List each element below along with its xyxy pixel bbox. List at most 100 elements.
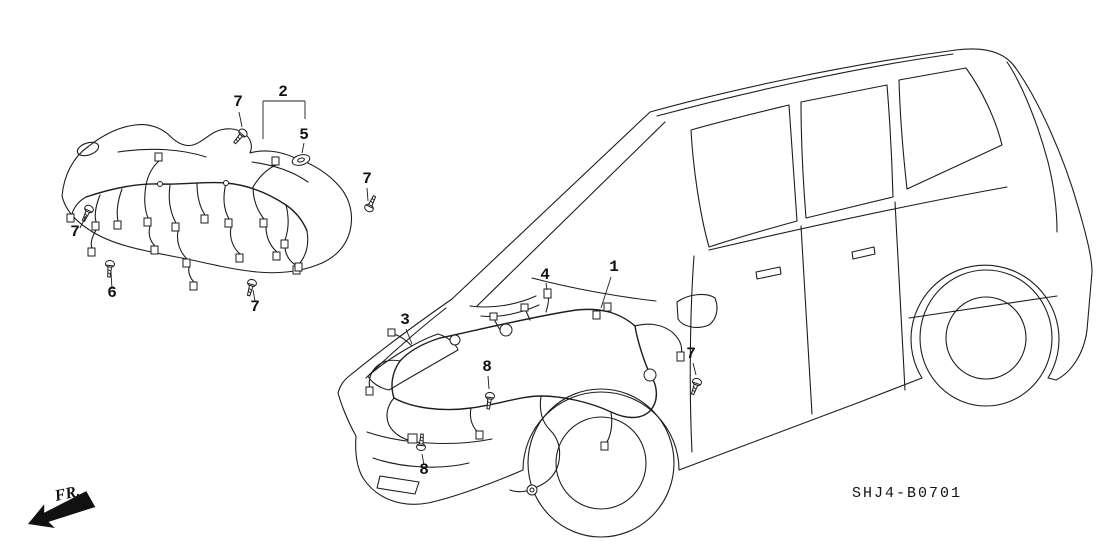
callout-labels: 7 2 5 7 7 6 7 4 1 3 8 7 8 [70, 83, 696, 479]
connector [66, 213, 75, 223]
leader-line [238, 111, 243, 128]
engine-bay-harness [365, 288, 685, 496]
harness-trunk [439, 308, 636, 339]
connector [189, 281, 198, 291]
harness-branch [368, 359, 401, 390]
connector [91, 221, 100, 231]
connector [182, 258, 191, 268]
leader-line [366, 187, 369, 202]
callout-engine-8-lower: 8 [419, 461, 429, 479]
connector [520, 303, 529, 312]
sliding-door-seam [894, 201, 906, 391]
fasteners [78, 126, 703, 452]
leader-line [110, 271, 113, 290]
connector [489, 312, 498, 321]
slider-track-line [908, 295, 1058, 319]
harness-branch [299, 230, 309, 264]
connector [294, 262, 303, 272]
ring-terminal [529, 487, 535, 493]
harness-tape [157, 181, 163, 187]
leader-line [600, 276, 612, 309]
connector [224, 218, 233, 228]
fr-arrow-icon [28, 491, 96, 529]
connector [407, 433, 418, 444]
leader-line [421, 453, 425, 466]
front-door-seam [689, 255, 695, 453]
fr-label: FR. [52, 483, 81, 505]
body-outline [337, 48, 1093, 505]
harness-branch [252, 186, 278, 253]
headlight [367, 333, 459, 391]
callout-engine-3: 3 [400, 311, 410, 329]
connector [113, 220, 122, 230]
harness-branch [144, 184, 156, 247]
front-door-handle [755, 266, 782, 280]
harness-branch [284, 204, 298, 267]
connector [387, 328, 396, 337]
grommet [449, 334, 461, 346]
fog-light [376, 475, 420, 495]
leader-lines [79, 100, 697, 466]
belt-line [708, 186, 1008, 251]
panel-hole [76, 141, 100, 157]
bolt-icon [103, 259, 116, 278]
harness-branch [252, 164, 277, 188]
connector [676, 351, 685, 362]
panel-crease [117, 148, 309, 183]
front-wheel [527, 388, 675, 538]
leader-line [405, 328, 413, 345]
bolt-icon [230, 126, 250, 147]
sliding-door-window [800, 84, 894, 219]
panel-outline [61, 124, 353, 274]
callout-ip-bolt-bottom: 7 [250, 298, 260, 316]
leader-line [487, 375, 490, 390]
grommet [643, 368, 657, 382]
connector [592, 310, 601, 320]
harness-branch [116, 188, 123, 222]
callout-ip-harness: 2 [278, 83, 288, 101]
leader-line [252, 289, 256, 302]
bumper-creases [366, 431, 493, 468]
bolt-icon [243, 277, 258, 298]
connector [200, 214, 209, 224]
d-pillar-line [1006, 61, 1058, 233]
connector [272, 251, 281, 261]
harness-branch [223, 182, 241, 255]
harness-branch [634, 323, 683, 356]
bolt-icon [78, 203, 96, 224]
instrument-panel-harness-assembly [61, 124, 353, 291]
grommet [499, 323, 513, 337]
harness-branch [71, 196, 87, 215]
harness-branch [509, 395, 561, 493]
bolt-icon [483, 391, 496, 410]
connector [543, 288, 552, 299]
connector [271, 156, 280, 166]
leader-line [692, 362, 697, 376]
roof-line [656, 53, 954, 117]
callout-ip-bolt-6: 6 [107, 284, 117, 302]
leader-line [301, 142, 305, 154]
side-mirror [676, 293, 718, 328]
callout-ip-grommet: 5 [299, 126, 309, 144]
connector [171, 222, 180, 232]
connector [87, 247, 96, 257]
harness-tape [223, 180, 229, 186]
callout-ip-bolt-left: 7 [70, 223, 80, 241]
harness-branch [393, 333, 413, 347]
leader-line [79, 215, 87, 229]
connector [143, 217, 152, 227]
callout-ip-bolt-right: 7 [362, 170, 372, 188]
fr-direction-marker: FR. [28, 483, 96, 529]
connector [475, 430, 484, 440]
callout-cabin-1: 1 [609, 258, 619, 276]
callout-engine-8-upper: 8 [482, 358, 492, 376]
quarter-window [898, 67, 1003, 190]
vehicle-body [337, 48, 1093, 538]
connector [600, 441, 609, 451]
windshield-line [476, 121, 666, 307]
leader-line [545, 282, 548, 291]
leader-bracket [262, 100, 306, 139]
harness-branch [545, 297, 549, 313]
wiper-lines [469, 295, 540, 317]
